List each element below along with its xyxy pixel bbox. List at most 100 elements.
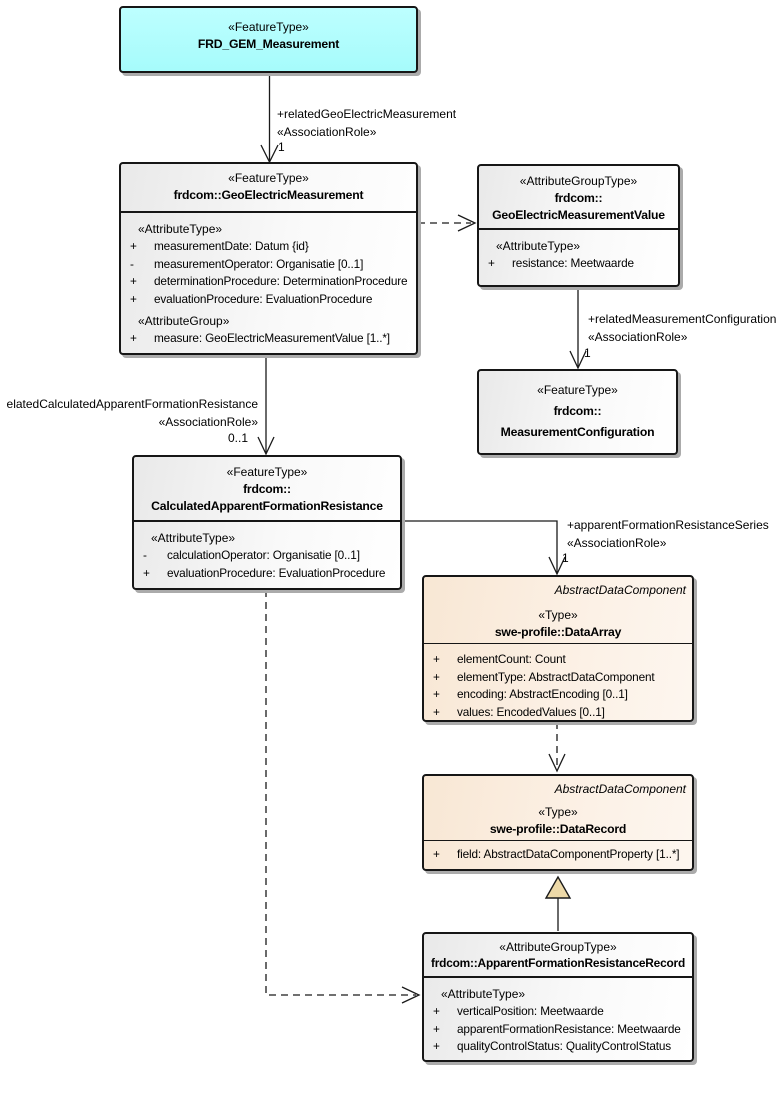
- visibility: +: [433, 652, 440, 666]
- association-related-geo-electric-measurement[interactable]: [260, 73, 279, 164]
- abstract-parent-label: AbstractDataComponent: [554, 583, 686, 597]
- visibility: +: [130, 291, 137, 306]
- attribute-compartment: «AttributeType» +resistance: Meetwaarde: [479, 230, 678, 273]
- multiplicity-label: 1: [278, 140, 285, 154]
- class-name-line1: frdcom::: [554, 191, 603, 205]
- generalization-record-to-data-record[interactable]: [544, 875, 572, 931]
- role-stereotype: «AssociationRole»: [158, 415, 258, 429]
- attribute-row: + measure: GeoElectricMeasurementValue [1…: [121, 330, 416, 348]
- attribute-text: determinationProcedure: DeterminationPro…: [154, 274, 408, 288]
- attribute-row: + values: EncodedValues [0..1]: [424, 704, 692, 722]
- visibility: +: [433, 704, 440, 719]
- attribute-text: values: EncodedValues [0..1]: [457, 704, 605, 719]
- stereotype-label: «AttributeGroupType»: [519, 174, 638, 188]
- class-name-line1: frdcom::: [553, 404, 602, 418]
- attribute-row: +resistance: Meetwaarde: [479, 255, 678, 273]
- multiplicity-label: 1: [584, 346, 591, 360]
- section-stereotype: «AttributeType»: [496, 239, 581, 253]
- attribute-text: encoding: AbstractEncoding [0..1]: [457, 687, 628, 701]
- class-geo-electric-measurement[interactable]: «FeatureType» frdcom::GeoElectricMeasure…: [119, 162, 418, 355]
- association-related-calculated-apparent-formation-resistance[interactable]: [257, 355, 275, 456]
- class-header: «FeatureType» FRD_GEM_Measurement: [121, 8, 416, 53]
- abstract-parent-label: AbstractDataComponent: [554, 782, 686, 796]
- attribute-text: evaluationProcedure: EvaluationProcedure: [154, 291, 373, 306]
- visibility: +: [130, 274, 137, 288]
- attribute-row: + elementCount: Count: [424, 651, 692, 669]
- visibility: -: [143, 548, 147, 562]
- attribute-text: qualityControlStatus: QualityControlStat…: [457, 1039, 672, 1053]
- attribute-row: -measurementOperator: Organisatie [0..1]: [121, 256, 416, 274]
- stereotype-label: «FeatureType»: [226, 465, 308, 479]
- stereotype-label: «Type»: [538, 805, 578, 819]
- attribute-compartment: + elementCount: Count + elementType: Abstr…: [424, 644, 692, 721]
- association-related-measurement-configuration[interactable]: [569, 287, 587, 370]
- class-name: swe-profile::DataArray: [494, 625, 622, 639]
- class-frd-gem-measurement[interactable]: «FeatureType» FRD_GEM_Measurement: [119, 6, 418, 73]
- multiplicity-label: 0..1: [227, 431, 248, 445]
- visibility: +: [433, 1039, 440, 1053]
- attribute-text: evaluationProcedure: EvaluationProcedure: [167, 565, 386, 580]
- stereotype-label: «FeatureType»: [228, 20, 309, 34]
- visibility: +: [433, 847, 440, 861]
- class-name: frdcom::ApparentFormationResistanceRecor…: [430, 956, 686, 970]
- attribute-compartment: «AttributeType» + verticalPosition: Meetw…: [424, 978, 692, 1056]
- attribute-text: field: AbstractDataComponentProperty [1.…: [457, 847, 680, 861]
- class-measurement-configuration[interactable]: «FeatureType» frdcom:: MeasurementConfig…: [477, 369, 678, 455]
- visibility: +: [433, 1004, 440, 1018]
- section-stereotype: «AttributeType»: [441, 987, 526, 1001]
- stereotype-label: «Type»: [538, 608, 578, 622]
- class-name-line2: GeoElectricMeasurementValue: [492, 208, 665, 222]
- attribute-compartment: «AttributeType» -calculationOperator: Or…: [134, 522, 400, 582]
- attribute-text: measurementOperator: Organisatie [0..1]: [154, 256, 364, 271]
- stereotype-label: «FeatureType»: [228, 171, 309, 185]
- dependency-data-array-data-record[interactable]: [548, 722, 566, 773]
- attribute-row: +encoding: AbstractEncoding [0..1]: [424, 686, 692, 704]
- role-name: +relatedMeasurementConfiguration: [588, 312, 777, 326]
- visibility: +: [433, 669, 440, 684]
- class-header: «FeatureType» frdcom::GeoElectricMeasure…: [121, 164, 416, 213]
- class-header: «AttributeGroupType» frdcom::ApparentFor…: [424, 934, 692, 978]
- role-name: +relatedGeoElectricMeasurement: [277, 107, 457, 121]
- visibility: +: [433, 1021, 440, 1036]
- dependency-geo-electric-measurement-value[interactable]: [418, 214, 477, 232]
- role-name: elatedCalculatedApparentFormationResista…: [6, 397, 258, 411]
- attribute-row: + evaluationProcedure: EvaluationProcedur…: [134, 565, 400, 583]
- visibility: +: [130, 239, 137, 253]
- edge-label-related-geo-electric-measurement: +relatedGeoElectricMeasurement «Associat…: [277, 105, 456, 141]
- stereotype-label: «AttributeGroupType»: [499, 940, 617, 954]
- class-name-line1: frdcom::: [243, 482, 291, 496]
- attribute-text: elementCount: Count: [457, 652, 566, 666]
- section-stereotype: «AttributeGroup»: [138, 314, 230, 328]
- attribute-row: + elementType: AbstractDataComponent: [424, 669, 692, 687]
- edge-label-apparent-formation-resistance-series: +apparentFormationResistanceSeries «Asso…: [567, 516, 769, 552]
- class-data-record[interactable]: AbstractDataComponent «Type» swe-profile…: [422, 774, 694, 871]
- attribute-text: measure: GeoElectricMeasurementValue [1.…: [154, 331, 390, 345]
- attribute-text: calculationOperator: Organisatie [0..1]: [167, 548, 360, 562]
- class-header: «AttributeGroupType» frdcom:: GeoElectri…: [479, 166, 678, 230]
- stereotype-label: «FeatureType»: [537, 383, 618, 397]
- dependency-apparent-formation-resistance-record[interactable]: [265, 590, 421, 1004]
- visibility: +: [130, 331, 137, 345]
- attribute-row: + qualityControlStatus: QualityControlSta…: [424, 1038, 692, 1056]
- association-apparent-formation-resistance-series[interactable]: [402, 520, 566, 576]
- role-stereotype: «AssociationRole»: [567, 536, 667, 550]
- role-stereotype: «AssociationRole»: [277, 125, 377, 139]
- attribute-text: measurementDate: Datum {id}: [154, 239, 309, 253]
- class-data-array[interactable]: AbstractDataComponent «Type» swe-profile…: [422, 575, 694, 722]
- class-name-line2: MeasurementConfiguration: [500, 425, 655, 439]
- attribute-row: - calculationOperator: Organisatie [0..1]: [134, 547, 400, 565]
- attribute-text: verticalPosition: Meetwaarde: [457, 1004, 604, 1018]
- class-apparent-formation-resistance-record[interactable]: «AttributeGroupType» frdcom::ApparentFor…: [422, 932, 694, 1062]
- class-name: FRD_GEM_Measurement: [197, 37, 340, 51]
- visibility: +: [143, 565, 150, 580]
- attribute-text: apparentFormationResistance: Meetwaarde: [457, 1021, 681, 1036]
- class-geo-electric-measurement-value[interactable]: «AttributeGroupType» frdcom:: GeoElectri…: [477, 164, 680, 287]
- class-calculated-apparent-formation-resistance[interactable]: «FeatureType» frdcom:: CalculatedApparen…: [132, 455, 402, 590]
- class-header: «FeatureType» frdcom:: CalculatedApparen…: [134, 457, 400, 522]
- edge-label-related-calculated-apparent-formation-resistance: elatedCalculatedApparentFormationResista…: [7, 395, 258, 431]
- attribute-text: elementType: AbstractDataComponent: [457, 669, 655, 684]
- class-name-line2: CalculatedApparentFormationResistance: [151, 499, 383, 513]
- attribute-compartment: + field: AbstractDataComponentProperty [1…: [424, 841, 692, 864]
